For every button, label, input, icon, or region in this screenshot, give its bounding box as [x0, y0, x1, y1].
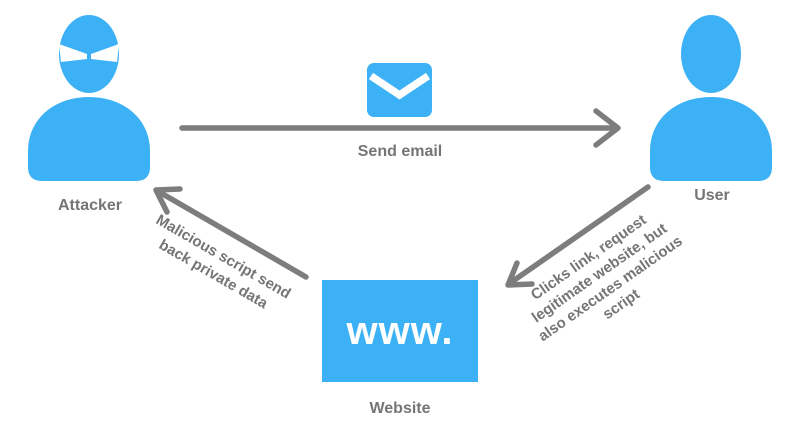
malicious-script-arrow — [153, 186, 309, 280]
attacker-angry-eyes — [59, 44, 87, 62]
clicks-link-arrow — [505, 184, 651, 288]
website-label: Website — [369, 400, 431, 417]
send-email-arrow — [179, 108, 621, 148]
website-www-text: www. — [346, 309, 454, 353]
attacker-person-icon — [28, 15, 150, 181]
send-email-label: Send email — [357, 143, 443, 160]
website-box: www. — [322, 280, 478, 382]
user-person-icon — [650, 15, 772, 181]
attacker-label: Attacker — [57, 197, 123, 214]
email-icon — [367, 63, 432, 117]
user-label: User — [694, 187, 730, 204]
